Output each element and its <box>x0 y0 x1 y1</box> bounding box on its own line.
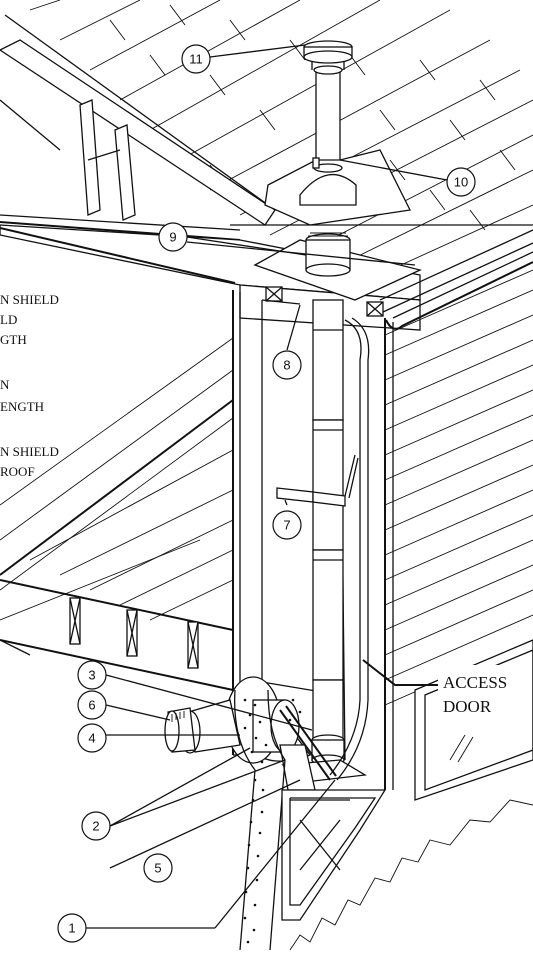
callout-8: 8 <box>272 350 302 380</box>
vent-pipe <box>253 40 422 783</box>
access-door-leader <box>362 659 438 686</box>
access-door-label-line1: ACCESS <box>443 673 507 692</box>
callout-7: 7 <box>272 510 302 540</box>
callout-5: 5 <box>143 853 173 883</box>
callout-6-number: 6 <box>88 698 95 713</box>
legend-line-4: N <box>0 377 10 392</box>
legend-line-7: ROOF <box>0 464 35 479</box>
callout-9-number: 9 <box>169 230 176 245</box>
callout-leaders <box>86 44 448 929</box>
callout-7-number: 7 <box>283 518 290 533</box>
callout-9: 9 <box>158 222 188 252</box>
callout-6: 6 <box>77 690 107 720</box>
callout-4: 4 <box>77 723 107 753</box>
legend-line-2: LD <box>0 312 17 327</box>
callout-5-number: 5 <box>154 861 161 876</box>
callout-2-number: 2 <box>92 819 99 834</box>
callout-11-number: 11 <box>189 52 203 67</box>
legend-line-6: N SHIELD <box>0 444 59 459</box>
callout-3-number: 3 <box>88 668 95 683</box>
legend-line-5: ENGTH <box>0 399 44 414</box>
access-door-outline <box>329 317 370 781</box>
legend-line-1: N SHIELD <box>0 292 59 307</box>
horizontal-connector <box>164 676 337 791</box>
deck-floor <box>0 337 234 691</box>
wall-siding <box>384 269 533 706</box>
callout-2: 2 <box>81 811 111 841</box>
roof-eave <box>0 224 533 331</box>
access-door-label: ACCESS DOOR <box>438 665 520 720</box>
foundation <box>281 789 533 951</box>
roof-shingles <box>29 0 533 271</box>
access-door-label-line2: DOOR <box>443 697 492 716</box>
callout-3: 3 <box>77 660 107 690</box>
callout-10: 10 <box>446 167 476 197</box>
legend-line-3: GTH <box>0 332 27 347</box>
callout-1: 1 <box>57 913 87 943</box>
callout-11: 11 <box>181 44 211 74</box>
callout-1-number: 1 <box>68 921 75 936</box>
callout-8-number: 8 <box>283 358 290 373</box>
legend: N SHIELD LD GTH N ENGTH N SHIELD ROOF <box>0 292 59 479</box>
callout-4-number: 4 <box>88 731 95 746</box>
callout-10-number: 10 <box>454 175 468 190</box>
